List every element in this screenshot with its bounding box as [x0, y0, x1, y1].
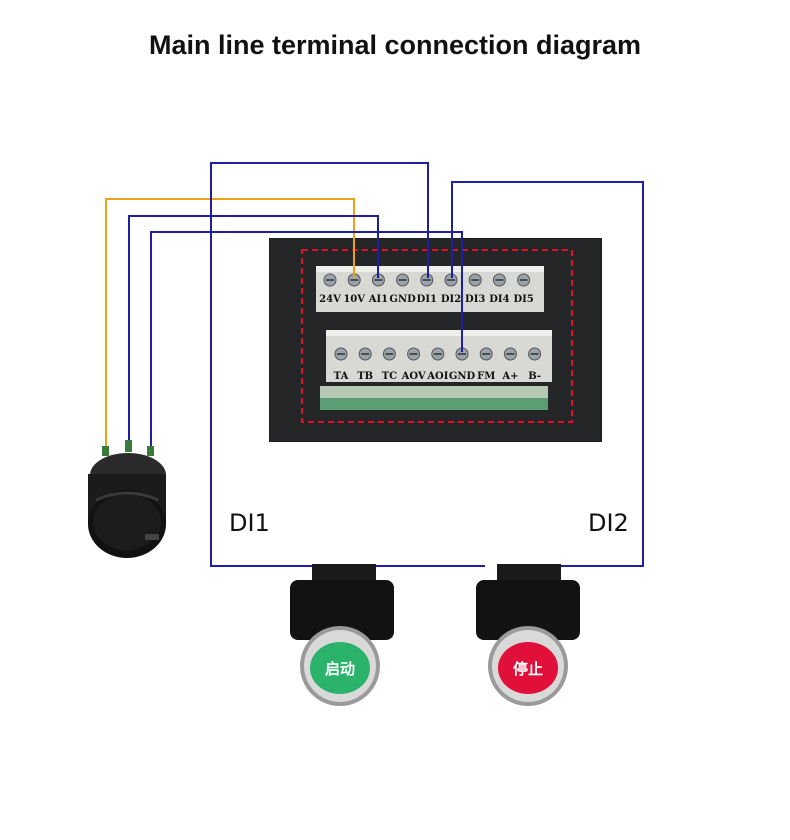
terminal-highlight-frame — [301, 249, 573, 423]
bottom-terminal-screw-8 — [528, 347, 542, 361]
top-terminal-label-3: GND — [389, 294, 416, 305]
bottom-terminal-label-8: B- — [528, 371, 541, 382]
stop-button: 停止 — [476, 564, 580, 706]
top-terminal-label-8: DI5 — [513, 294, 533, 305]
wire-di1 — [210, 162, 429, 567]
top-terminal-label-5: DI2 — [441, 294, 461, 305]
bottom-terminal-label-1: TB — [357, 371, 373, 382]
top-terminal-screw-3 — [396, 273, 410, 287]
top-terminal-label-0: 24V — [319, 294, 341, 305]
top-terminal-label-6: DI3 — [465, 294, 485, 305]
bottom-terminal-label-3: AOV — [401, 371, 426, 382]
top-terminal-screw-6 — [468, 273, 482, 287]
bottom-terminal-screw-2 — [382, 347, 396, 361]
bottom-terminal-screw-5 — [455, 347, 469, 361]
top-terminal-screw-8 — [517, 273, 531, 287]
top-terminal-screw-4 — [420, 273, 434, 287]
bottom-terminal-label-6: FM — [477, 371, 495, 382]
bottom-terminal-label-7: A+ — [501, 371, 518, 382]
top-terminal-label-1: 10V — [343, 294, 365, 305]
top-terminal-screw-0 — [323, 273, 337, 287]
bottom-terminal-screw-3 — [407, 347, 421, 361]
wire-ai1 — [128, 215, 379, 446]
top-terminal-label-4: DI1 — [417, 294, 437, 305]
stop-button-label: 停止 — [513, 660, 543, 678]
wire-di2 — [451, 181, 644, 567]
wiring — [105, 162, 644, 567]
wire-gnd — [150, 231, 463, 446]
bottom-terminal-label-2: TC — [382, 371, 397, 382]
bottom-terminal-screw-7 — [503, 347, 517, 361]
diagram-title: Main line terminal connection diagram — [148, 30, 642, 60]
bottom-terminal-screw-4 — [431, 347, 445, 361]
top-terminal-screw-7 — [492, 273, 506, 287]
di1-label: DI1 — [229, 509, 270, 537]
bottom-terminal-label-4: AOI — [426, 371, 448, 382]
bottom-terminal-screw-0 — [334, 347, 348, 361]
top-terminal-label-2: AI1 — [368, 294, 388, 305]
bottom-terminal-screw-1 — [358, 347, 372, 361]
wire-10v — [105, 198, 355, 446]
potentiometer-icon — [88, 440, 166, 558]
top-terminal-label-7: DI4 — [489, 294, 509, 305]
bottom-terminal-label-0: TA — [334, 371, 349, 382]
start-button: 启动 — [290, 564, 394, 706]
bottom-terminal-label-5: GND — [449, 371, 476, 382]
top-terminal-screw-2 — [371, 273, 385, 287]
di2-label: DI2 — [588, 509, 629, 537]
start-button-label: 启动 — [325, 660, 355, 678]
bottom-terminal-screw-6 — [479, 347, 493, 361]
